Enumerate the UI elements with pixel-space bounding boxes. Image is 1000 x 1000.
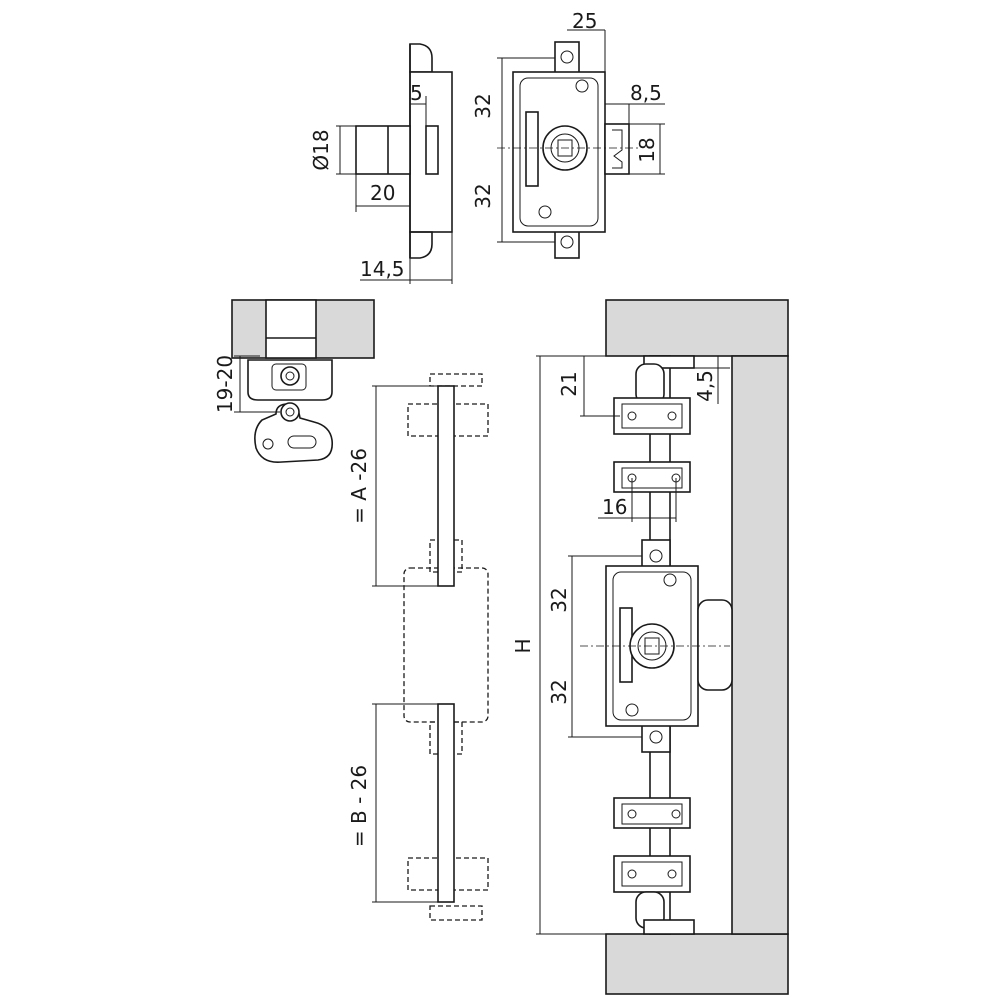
dim-5-label: 5	[410, 81, 423, 105]
dim-h-label: H	[511, 638, 535, 653]
dim-25-label: 25	[572, 9, 597, 33]
dim-32-top-upper-label: 32	[471, 93, 495, 118]
dim-18-label: 18	[635, 137, 659, 162]
cam-detail-view: 19-20	[213, 299, 375, 464]
dim-20-label: 20	[370, 181, 395, 205]
lock-front-view: 25 32 32 8,5 18	[471, 9, 665, 259]
dim-8-5-label: 8,5	[630, 81, 662, 105]
dim-32-main-lower-label: 32	[547, 679, 571, 704]
dim-diameter-18-label: Ø18	[309, 129, 333, 170]
dim-32-main-upper-label: 32	[547, 587, 571, 612]
dim-a-minus-26-label: = A -26	[347, 448, 371, 524]
dim-16-label: 16	[602, 495, 627, 519]
dim-32-top-lower-label: 32	[471, 183, 495, 208]
dim-14-5-label: 14,5	[360, 257, 405, 281]
dim-21-label: 21	[557, 371, 581, 396]
dim-19-20-label: 19-20	[213, 355, 237, 413]
lock-side-view: 5 Ø18 20 14,5	[309, 43, 453, 284]
dim-b-minus-26-label: = B - 26	[347, 765, 371, 847]
rod-length-scheme: = A -26 = B - 26	[347, 373, 489, 921]
dim-4-5-label: 4,5	[693, 370, 717, 402]
installed-assembly-view: H 21 4,5 16 32 32	[511, 299, 789, 995]
